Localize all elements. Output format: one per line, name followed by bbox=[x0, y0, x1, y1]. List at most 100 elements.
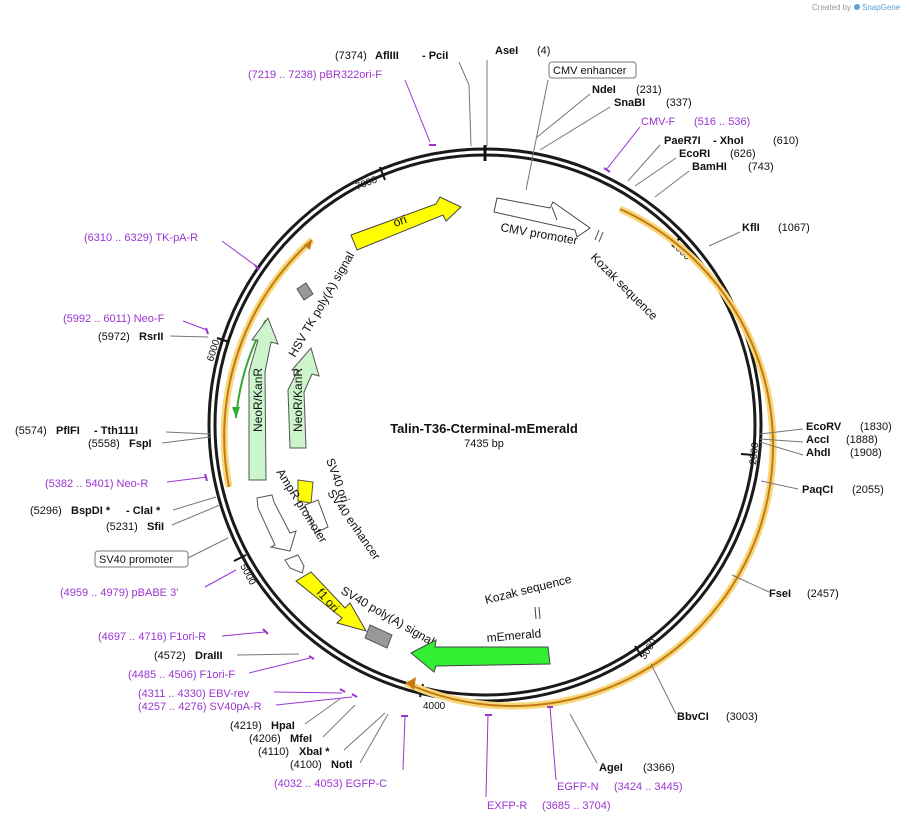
hpaI-leader bbox=[304, 698, 341, 725]
tick-5000 bbox=[233, 554, 247, 562]
sfiI-name: SfiI bbox=[147, 521, 164, 533]
bamHI-name: BamHI bbox=[692, 161, 727, 173]
neoF-leader bbox=[182, 320, 208, 331]
cmvF-primer: CMV-F bbox=[641, 116, 676, 128]
ecoRV-num: (1830) bbox=[860, 421, 892, 433]
ebvrev-leader bbox=[273, 691, 343, 694]
neor-inner-arrow bbox=[287, 346, 320, 449]
hpaI-num: (4219) bbox=[230, 720, 262, 732]
kflI-name: KflI bbox=[742, 222, 760, 234]
ori-label: ori bbox=[391, 212, 408, 230]
snaBI-num: (337) bbox=[666, 97, 692, 109]
paeR7I-num: (610) bbox=[773, 135, 799, 147]
aseI-num: (4) bbox=[537, 45, 550, 57]
bspDI-name: BspDI * bbox=[71, 505, 111, 517]
aflIII-leader bbox=[458, 61, 472, 147]
credit-prefix: Created by bbox=[812, 3, 851, 12]
accI-name: AccI bbox=[806, 434, 829, 446]
ageI-leader bbox=[569, 713, 598, 764]
ampr-small-arrow bbox=[284, 554, 305, 574]
kflI-num: (1067) bbox=[778, 222, 810, 234]
paqCI-num: (2055) bbox=[852, 484, 884, 496]
hpaI-name: HpaI bbox=[271, 720, 295, 732]
paeR7I-extra: - XhoI bbox=[713, 135, 744, 147]
tick-3000 bbox=[634, 645, 643, 658]
xbaI-name: XbaI * bbox=[299, 746, 330, 758]
sv40paR-tick bbox=[351, 693, 358, 698]
draIII-num: (4572) bbox=[154, 650, 186, 662]
cmv-promoter-arrow bbox=[493, 197, 591, 238]
neoR-tick bbox=[204, 473, 208, 482]
credit-brand: SnapGene bbox=[862, 3, 901, 12]
hsv-tk-label: HSV TK poly(A) signal bbox=[285, 249, 357, 359]
tick-6000 bbox=[216, 337, 230, 343]
pbr322-leader bbox=[404, 79, 431, 143]
sfiI-num: (5231) bbox=[106, 521, 138, 533]
kozak1-label: Kozak sequence bbox=[588, 250, 661, 323]
paqCI-name: PaqCI bbox=[802, 484, 833, 496]
bspDI-leader bbox=[172, 496, 217, 511]
feature-hsv-tk: HSV TK poly(A) signal bbox=[285, 249, 357, 359]
f1oriF-leader bbox=[248, 657, 311, 674]
ahdI-num: (1908) bbox=[850, 447, 882, 459]
leader-lines bbox=[161, 60, 804, 764]
primer-ticks bbox=[204, 144, 611, 717]
orf-arc-right-arrowhead bbox=[406, 677, 416, 690]
neoF-primer: (5992 .. 6011) Neo-F bbox=[63, 313, 165, 325]
sv40-promoter-label: SV40 promoter bbox=[99, 554, 173, 566]
memerald-arrow bbox=[410, 639, 551, 673]
cmvF-tick bbox=[603, 167, 611, 173]
orf-arc-right bbox=[405, 208, 775, 708]
ageI-name: AgeI bbox=[599, 762, 623, 774]
egfpN-primer: EGFP-N bbox=[557, 781, 599, 793]
ampr-promoter-arrow bbox=[256, 494, 297, 552]
bbvCI-leader bbox=[650, 663, 677, 715]
sv40prom-leader bbox=[187, 537, 229, 559]
pbr322-primer: (7219 .. 7238) pBR322ori-F bbox=[248, 69, 382, 81]
kozak1-mark-a bbox=[594, 229, 600, 241]
kozak2-mark-a bbox=[534, 606, 537, 620]
rsrII-name: RsrII bbox=[139, 331, 163, 343]
neor-outer-label: NeoR/KanR bbox=[251, 368, 265, 432]
notI-leader bbox=[359, 713, 389, 764]
f1oriR-primer: (4697 .. 4716) F1ori-R bbox=[98, 631, 206, 643]
feature-neor-outer: NeoR/KanR bbox=[248, 316, 279, 481]
egfpC-leader bbox=[402, 715, 406, 771]
sv40-enhancer-box bbox=[304, 499, 329, 534]
bspDI-extra: - ClaI * bbox=[126, 505, 161, 517]
fseI-leader bbox=[731, 574, 770, 593]
snapgene-logo-icon bbox=[854, 4, 860, 10]
plasmid-name: Talin-T36-Cterminal-mEmerald bbox=[390, 421, 578, 436]
kozak2-mark-b bbox=[538, 606, 541, 620]
ndeI-leader bbox=[535, 93, 591, 139]
tick-label-4000: 4000 bbox=[423, 701, 446, 712]
fspI-name: FspI bbox=[129, 438, 152, 450]
pbabe-primer: (4959 .. 4979) pBABE 3' bbox=[60, 587, 178, 599]
mfeI-name: MfeI bbox=[290, 733, 312, 745]
plasmid-length: 7435 bp bbox=[464, 438, 504, 450]
draIII-leader bbox=[236, 653, 300, 656]
ecoRI-num: (626) bbox=[730, 148, 756, 160]
paeR7I-leader bbox=[627, 144, 661, 182]
green-orf-arrowhead bbox=[232, 407, 240, 418]
tick-label-7000: 7000 bbox=[354, 174, 379, 192]
aflIII-extra: - PciI bbox=[422, 50, 448, 62]
ndeI-num: (231) bbox=[636, 84, 662, 96]
ahdI-leader bbox=[759, 441, 804, 456]
tkpaR-tick bbox=[254, 264, 260, 271]
paeR7I-name: PaeR7I bbox=[664, 135, 701, 147]
pflFI-extra: - Tth111I bbox=[94, 425, 138, 437]
notI-num: (4100) bbox=[290, 759, 322, 771]
fspI-num: (5558) bbox=[88, 438, 120, 450]
primer-leaders bbox=[166, 79, 641, 798]
neoF-tick bbox=[205, 327, 209, 335]
ageI-num: (3366) bbox=[643, 762, 675, 774]
ecoRI-name: EcoRI bbox=[679, 148, 710, 160]
sv40-promoter-box bbox=[94, 550, 189, 568]
bamHI-num: (743) bbox=[748, 161, 774, 173]
rsrII-leader bbox=[169, 335, 209, 338]
ori-arrow bbox=[350, 196, 462, 251]
hsv-tk-box bbox=[296, 282, 314, 301]
neoR-leader bbox=[166, 476, 208, 483]
